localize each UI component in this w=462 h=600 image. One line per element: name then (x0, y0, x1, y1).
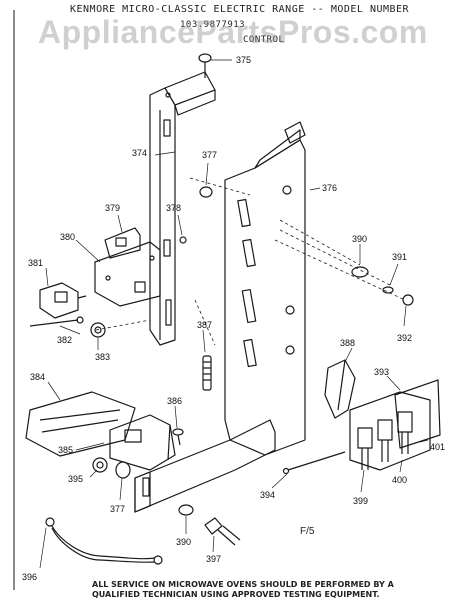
part-label-400[interactable]: 400 (392, 475, 408, 485)
part-label-374[interactable]: 374 (132, 148, 148, 158)
part-390-washer-lower (178, 504, 194, 516)
part-label-382[interactable]: 382 (57, 335, 73, 345)
part-label-384[interactable]: 384 (30, 372, 46, 382)
part-label-397[interactable]: 397 (206, 554, 222, 564)
part-label-388[interactable]: 388 (340, 338, 356, 348)
leader-lines (39, 151, 429, 569)
part-382-screw (29, 316, 84, 327)
part-label-380[interactable]: 380 (60, 232, 76, 242)
part-label-401[interactable]: 401 (430, 442, 446, 452)
part-378-screw (179, 236, 187, 244)
part-base-bracket (134, 419, 276, 513)
part-377-clip-lower (115, 461, 131, 479)
figure-name: CONTROL (243, 35, 285, 45)
part-385-bracket (109, 414, 176, 471)
part-374-bracket (149, 71, 216, 346)
part-396-wire (45, 517, 163, 565)
part-381-switch (39, 282, 87, 319)
part-label-376[interactable]: 376 (322, 183, 338, 193)
part-label-385[interactable]: 385 (58, 445, 74, 455)
part-label-393[interactable]: 393 (374, 367, 390, 377)
part-384-cover (25, 391, 136, 457)
part-label-392[interactable]: 392 (397, 333, 413, 343)
part-label-390[interactable]: 390 (352, 234, 368, 244)
part-395-nut (92, 457, 108, 473)
part-391-washer (382, 286, 394, 294)
part-switch-assembly (349, 391, 431, 471)
part-label-390-lower[interactable]: 390 (176, 537, 192, 547)
part-376-panel (224, 121, 306, 456)
watermark: AppliancePartsPros.com (38, 14, 428, 50)
part-label-381[interactable]: 381 (28, 258, 44, 268)
part-394-screw (282, 451, 346, 475)
diagram-title: KENMORE MICRO-CLASSIC ELECTRIC RANGE -- … (70, 4, 410, 15)
part-label-387[interactable]: 387 (197, 320, 213, 330)
part-379-clip (104, 227, 141, 259)
part-383-nut (90, 322, 106, 338)
part-387-spring (202, 355, 212, 391)
part-390-washer-upper (351, 266, 369, 278)
part-375-screw (198, 53, 232, 78)
part-392-nut (402, 294, 414, 306)
part-label-383[interactable]: 383 (95, 352, 111, 362)
part-label-378[interactable]: 378 (166, 203, 182, 213)
part-386-screw (172, 428, 184, 446)
part-380-plate (94, 241, 161, 307)
page-mark: F/5 (300, 526, 315, 537)
model-number: 103.9877913 (180, 20, 246, 30)
part-label-377-lower[interactable]: 377 (110, 504, 126, 514)
part-label-394[interactable]: 394 (260, 490, 276, 500)
part-label-399[interactable]: 399 (353, 496, 369, 506)
part-label-379[interactable]: 379 (105, 203, 121, 213)
alignment-lines (95, 177, 406, 346)
part-377-clip-upper (199, 186, 213, 198)
part-388-bracket (324, 359, 356, 419)
part-label-375[interactable]: 375 (236, 55, 252, 65)
service-notice: ALL SERVICE ON MICROWAVE OVENS SHOULD BE… (92, 580, 394, 599)
part-label-396[interactable]: 396 (22, 572, 38, 582)
part-label-391[interactable]: 391 (392, 252, 408, 262)
part-label-377[interactable]: 377 (202, 150, 218, 160)
part-label-386[interactable]: 386 (167, 396, 183, 406)
part-label-395[interactable]: 395 (68, 474, 84, 484)
part-397-screw (204, 517, 241, 546)
